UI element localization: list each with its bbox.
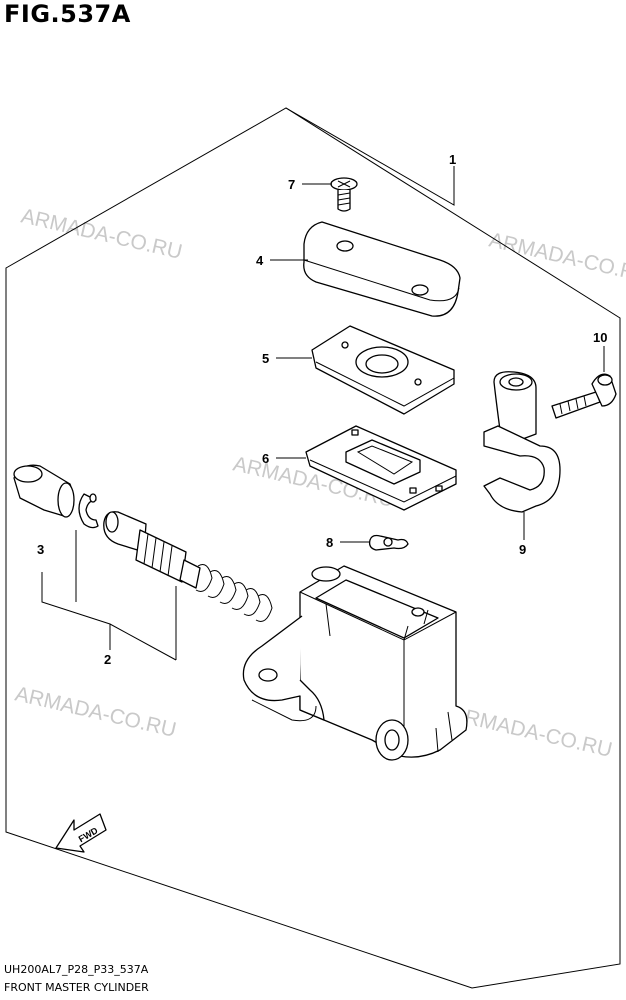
clip-part-8 [368,534,409,551]
boot-part-3 [13,464,75,518]
watermark: ARMADA-CO.RU [13,682,178,741]
watermark: ARMADA-CO.RU [487,228,626,287]
callout-4: 4 [256,253,264,268]
clamp-part-9 [483,371,561,513]
screw-part-7 [330,177,358,212]
figure-title: FIG.537A [4,0,131,28]
callout-5: 5 [262,351,269,366]
callout-1: 1 [449,152,456,167]
diaphragm-part-5 [311,325,455,415]
footer-diagram-code: UH200AL7_P28_P33_537A [4,963,149,976]
callout-7: 7 [288,177,295,192]
reservoir-cap-part-4 [303,221,461,317]
diaphragm-gasket-part-6 [305,425,457,511]
callout-3: 3 [37,542,44,557]
watermark: ARMADA-CO.RU [449,702,614,761]
callout-2: 2 [104,652,111,667]
callout-10: 10 [593,330,607,345]
group-bracket-2 [41,572,177,661]
piston-assembly [103,511,273,622]
master-cylinder-body [242,565,468,761]
callout-6: 6 [262,451,269,466]
circlip [78,493,99,529]
callout-9: 9 [519,542,526,557]
footer-diagram-name: FRONT MASTER CYLINDER [4,981,149,994]
fwd-arrow-icon: FWD [55,813,107,853]
callout-8: 8 [326,535,333,550]
bolt-part-10 [551,373,617,419]
